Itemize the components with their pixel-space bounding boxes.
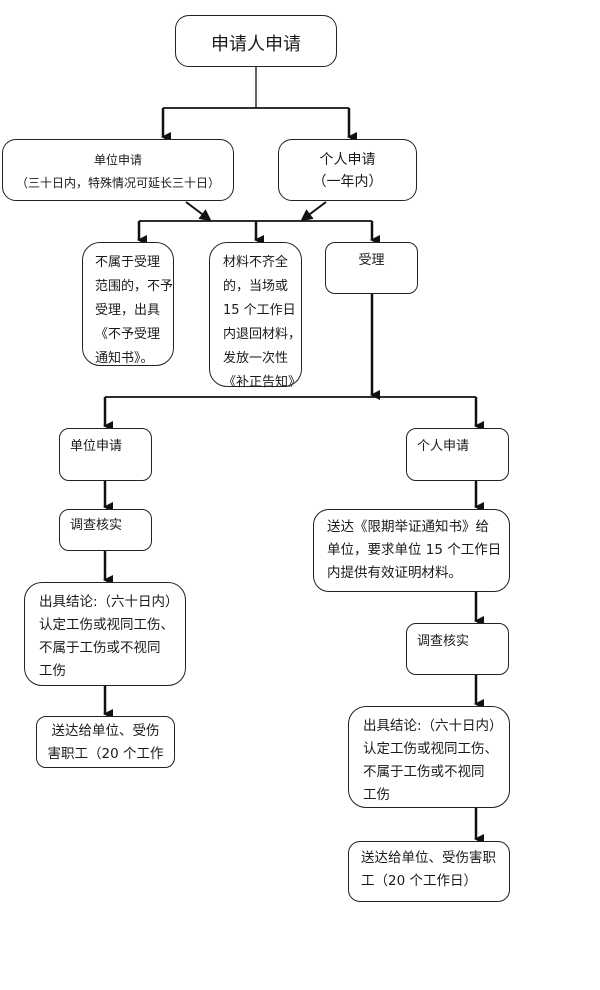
arrow-unit-to-merge [185, 201, 212, 222]
node-right-conclusion-label: 出具结论:（六十日内） 认定工伤或视同工伤、 不属于工伤或不视同 工伤 [363, 718, 503, 803]
node-right-deliver: 送达给单位、受伤害职 工（20 个工作日） [348, 841, 510, 902]
node-left-conclusion: 出具结论:（六十日内） 认定工伤或视同工伤、 不属于工伤或不视同 工伤 [24, 582, 186, 686]
node-unit-apply: 单位申请 （三十日内，特殊情况可延长三十日） [2, 139, 234, 201]
node-left-unit-apply: 单位申请 [59, 428, 152, 481]
node-left-unit-apply-label: 单位申请 [70, 439, 123, 454]
node-right-personal-apply-label: 个人申请 [417, 439, 470, 454]
node-personal-apply-title: 个人申请 [319, 152, 376, 168]
node-right-investigate: 调查核实 [406, 623, 509, 675]
node-personal-apply: 个人申请 （一年内） [278, 139, 417, 201]
node-left-deliver-label: 送达给单位、受伤 害职工（20 个工作 [47, 723, 164, 762]
node-left-investigate-label: 调查核实 [70, 518, 123, 533]
node-right-notice-label: 送达《限期举证通知书》给 单位，要求单位 15 个工作日 内提供有效证明材料。 [327, 519, 502, 581]
node-incomplete-materials-label: 材料不齐全 的，当场或 15 个工作日 内退回材料， 发放一次性 《补正告知》 [223, 255, 302, 390]
node-right-deliver-label: 送达给单位、受伤害职 工（20 个工作日） [361, 850, 496, 889]
node-right-investigate-label: 调查核实 [417, 634, 470, 649]
node-unit-apply-title: 单位申请 [93, 153, 142, 167]
node-not-accepted-label: 不属于受理 范围的，不予 受理，出具 《不予受理 通知书》。 [95, 255, 174, 366]
node-left-investigate: 调查核实 [59, 509, 152, 551]
arrow-personal-to-merge [300, 201, 327, 222]
node-right-notice: 送达《限期举证通知书》给 单位，要求单位 15 个工作日 内提供有效证明材料。 [313, 509, 510, 592]
node-incomplete-materials: 材料不齐全 的，当场或 15 个工作日 内退回材料， 发放一次性 《补正告知》 [209, 242, 302, 390]
node-left-deliver: 送达给单位、受伤 害职工（20 个工作 [36, 716, 175, 768]
node-applicant-apply-label: 申请人申请 [211, 34, 301, 55]
node-right-personal-apply: 个人申请 [406, 428, 509, 481]
node-right-conclusion: 出具结论:（六十日内） 认定工伤或视同工伤、 不属于工伤或不视同 工伤 [348, 706, 510, 808]
node-accepted-label: 受理 [358, 253, 385, 268]
node-unit-apply-note: （三十日内，特殊情况可延长三十日） [15, 176, 220, 190]
node-not-accepted: 不属于受理 范围的，不予 受理，出具 《不予受理 通知书》。 [82, 242, 174, 366]
node-applicant-apply: 申请人申请 [175, 15, 337, 67]
node-accepted: 受理 [325, 242, 418, 294]
node-personal-apply-note: （一年内） [312, 174, 383, 190]
node-left-conclusion-label: 出具结论:（六十日内） 认定工伤或视同工伤、 不属于工伤或不视同 工伤 [39, 594, 179, 679]
